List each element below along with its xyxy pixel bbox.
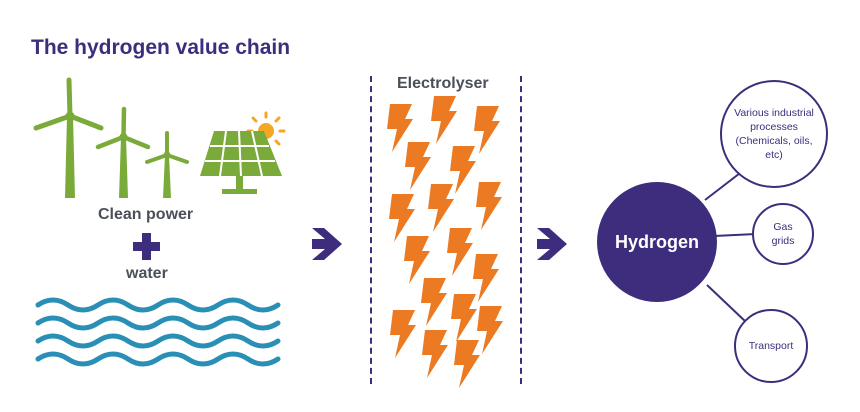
- wind-turbine-icon: [145, 131, 189, 198]
- lightning-bolt-icon: [390, 310, 416, 358]
- lightning-bolt-icon: [404, 236, 430, 284]
- use-node-transport: Transport: [734, 309, 808, 383]
- connector-line-transport: [706, 284, 747, 323]
- hydrogen-hub-circle: Hydrogen: [597, 182, 717, 302]
- use-node-industrial-processes: Various industrial processes (Chemicals,…: [720, 80, 828, 188]
- use-node-gas-grids: Gas grids: [752, 203, 814, 265]
- electrolyser-label: Electrolyser: [397, 75, 489, 92]
- use-node-label: Various industrial processes (Chemicals,…: [734, 107, 814, 161]
- lightning-bolt-icon: [405, 142, 431, 190]
- lightning-bolt-icon: [389, 194, 415, 242]
- lightning-bolt-icon: [422, 330, 448, 378]
- connector-line-industrial: [704, 169, 745, 201]
- lightning-bolt-icon: [421, 278, 447, 326]
- connector-lines: [704, 169, 757, 323]
- arrow-right-icon: [312, 228, 342, 260]
- lightning-bolt-icon: [476, 182, 502, 230]
- lightning-bolt-icon: [428, 184, 454, 232]
- lightning-bolt-icon: [447, 228, 473, 276]
- clean-power-label: Clean power: [98, 206, 194, 223]
- lightning-bolt-icon: [474, 106, 500, 154]
- water-label: water: [126, 265, 168, 282]
- wind-turbine-icon: [33, 77, 104, 198]
- lightning-bolt-group: [387, 96, 503, 388]
- hydrogen-label: Hydrogen: [614, 231, 699, 252]
- electrolyser-boundary-left: [370, 76, 372, 384]
- lightning-bolt-icon: [451, 294, 477, 342]
- use-node-label: Transport: [748, 340, 794, 352]
- electrolyser-boundary-right: [520, 76, 522, 384]
- lightning-bolt-icon: [473, 254, 499, 302]
- connector-line-gas-grids: [713, 233, 757, 237]
- plus-icon: [133, 233, 160, 260]
- lightning-bolt-icon: [450, 146, 476, 194]
- wind-turbine-icon: [95, 106, 151, 198]
- use-node-label: Gas grids: [771, 221, 795, 247]
- diagram-title: The hydrogen value chain: [31, 36, 291, 59]
- lightning-bolt-icon: [454, 340, 480, 388]
- lightning-bolt-icon: [477, 306, 503, 354]
- solar-panel-icon: [200, 130, 282, 194]
- arrow-right-icon: [537, 228, 567, 260]
- water-waves-icon: [35, 297, 281, 367]
- lightning-bolt-icon: [431, 96, 457, 144]
